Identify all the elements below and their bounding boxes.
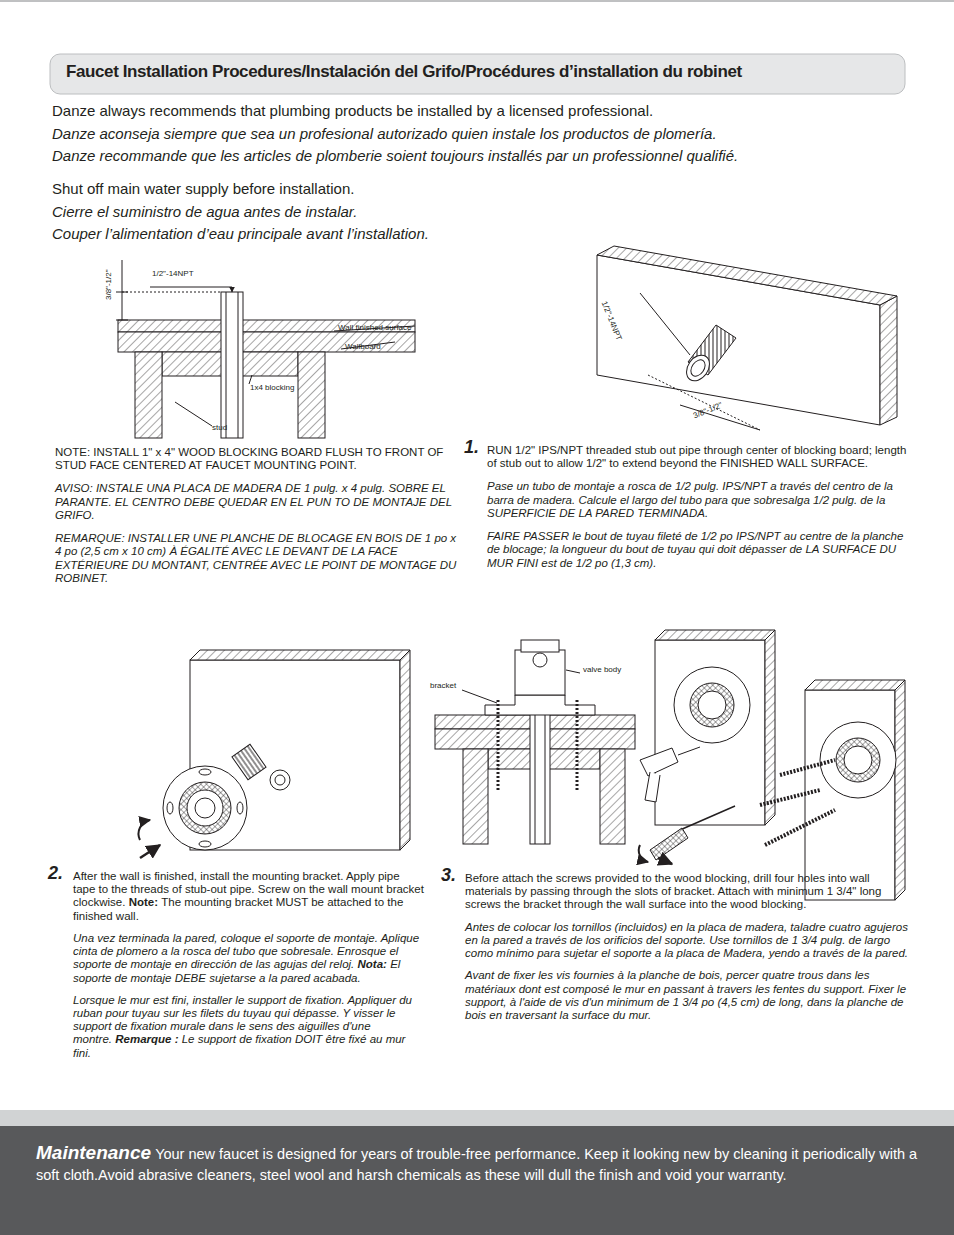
paragraph: After the wall is finished, install the … [73, 870, 425, 923]
instruction-text: Nota: [358, 958, 387, 970]
part-label: valve body [583, 665, 621, 674]
section-heading: Maintenance [36, 1142, 151, 1163]
paragraph: 1x4 blocking [250, 384, 294, 393]
paragraph: REMARQUE: INSTALLER UNE PLANCHE DE BLOCA… [55, 532, 460, 585]
paragraph: Danze always recommends that plumbing pr… [52, 100, 932, 123]
instruction-text: NOTE: INSTALL 1" x 4" WOOD BLOCKING BOAR… [55, 446, 443, 471]
instruction-text: Before attach the screws provided to the… [465, 872, 881, 910]
instruction-text: Shut off main water supply before instal… [52, 180, 354, 197]
paragraph: NOTE: INSTALL 1" x 4" WOOD BLOCKING BOAR… [55, 446, 460, 472]
text-block: 1/2"-14NPT [152, 270, 194, 279]
text-block: 3. [441, 866, 456, 886]
instruction-text: Couper l’alimentation d’eau principale a… [52, 225, 429, 242]
title-bar [50, 54, 905, 94]
step-number: 3. [441, 865, 456, 885]
paragraph: Cierre el suministro de agua antes de in… [52, 201, 932, 224]
dimension-label: 3/8"-1/2" [104, 269, 113, 300]
maintenance-band: MaintenanceYour new faucet is designed f… [0, 1126, 954, 1235]
instruction-text: AVISO: INSTALE UNA PLACA DE MADERA DE 1 … [55, 482, 452, 520]
wall-section [116, 260, 415, 438]
instruction-text: Danze aconseja siempre que sea un profes… [52, 125, 717, 142]
instruction-text: Pase un tubo de montaje a rosca de 1/2 p… [487, 480, 893, 518]
text-block: Wallboard [345, 343, 381, 352]
text-block: Wall finished surface [338, 324, 412, 333]
maintenance-text: Your new faucet is designed for years of… [36, 1146, 917, 1183]
text-block: Shut off main water supply before instal… [52, 178, 932, 246]
paragraph: Avant de fixer les vis fournies à la pla… [465, 969, 913, 1022]
instruction-text: Danze recommande que les articles de plo… [52, 147, 738, 164]
page-title: Faucet Installation Procedures/Instalaci… [66, 62, 742, 81]
paragraph: stud [212, 424, 227, 433]
text-block: bracket [430, 682, 456, 691]
paragraph: Wallboard [345, 343, 381, 352]
instruction-text: Remarque : [115, 1033, 178, 1045]
drill-screw-install [639, 630, 905, 900]
bracket-install [139, 650, 410, 858]
instruction-text: Cierre el suministro de agua antes de in… [52, 203, 357, 220]
paragraph: RUN 1/2" IPS/NPT threaded stub out pipe … [487, 444, 912, 470]
instruction-text: Note: [129, 896, 158, 908]
text-block: RUN 1/2" IPS/NPT threaded stub out pipe … [487, 444, 912, 580]
paragraph: Wall finished surface [338, 324, 412, 333]
paragraph: Shut off main water supply before instal… [52, 178, 932, 201]
step-number: 2. [48, 863, 63, 883]
instruction-text: RUN 1/2" IPS/NPT threaded stub out pipe … [487, 444, 906, 469]
paragraph: bracket [430, 682, 456, 691]
text-block: 1x4 blocking [250, 384, 294, 393]
paragraph: Danze aconseja siempre que sea un profes… [52, 123, 932, 146]
part-label: bracket [430, 681, 456, 690]
part-label: 1x4 blocking [250, 383, 294, 392]
text-block: Before attach the screws provided to the… [465, 872, 913, 1031]
text-block: valve body [583, 666, 621, 675]
instruction-text: Danze always recommends that plumbing pr… [52, 102, 653, 119]
paragraph: Danze recommande que les articles de plo… [52, 145, 932, 168]
part-label: Wallboard [345, 342, 381, 351]
text-block: After the wall is finished, install the … [73, 870, 425, 1069]
title-holder: Faucet Installation Procedures/Instalaci… [66, 62, 901, 82]
paragraph: 2. [48, 864, 63, 884]
step-number: 1. [464, 437, 479, 457]
dimension-holder: 3/8"-1/2" [104, 269, 113, 300]
paragraph: FAIRE PASSER le bout de tuyau fileté de … [487, 530, 912, 570]
part-label: stud [212, 423, 227, 432]
text-block: 2. [48, 864, 63, 884]
part-label: Wall finished surface [338, 323, 412, 332]
text-block: stud [212, 424, 227, 433]
instruction-text: Avant de fixer les vis fournies à la pla… [465, 969, 906, 1021]
text-block: NOTE: INSTALL 1" x 4" WOOD BLOCKING BOAR… [55, 446, 460, 595]
text-block: Danze always recommends that plumbing pr… [52, 100, 932, 168]
paragraph: valve body [583, 666, 621, 675]
instruction-text: Antes de colocar los tornillos (incluido… [465, 921, 908, 959]
valve-section [435, 640, 635, 844]
part-label: 1/2"-14NPT [152, 269, 194, 278]
paragraph: 1/2"-14NPT [152, 270, 194, 279]
divider-band [0, 1110, 954, 1126]
paragraph: Before attach the screws provided to the… [465, 872, 913, 912]
top-rule [0, 1, 954, 2]
paragraph: AVISO: INSTALE UNA PLACA DE MADERA DE 1 … [55, 482, 460, 522]
paragraph: Couper l’alimentation d’eau principale a… [52, 223, 932, 246]
paragraph: Una vez terminada la pared, coloque el s… [73, 932, 425, 985]
instruction-text: FAIRE PASSER le bout de tuyau fileté de … [487, 530, 903, 568]
paragraph: Pase un tubo de montaje a rosca de 1/2 p… [487, 480, 912, 520]
paragraph: Lorsque le mur est fini, installer le su… [73, 994, 425, 1060]
stub-out-perspective [597, 246, 897, 430]
paragraph: Antes de colocar los tornillos (incluido… [465, 921, 913, 961]
instruction-text: REMARQUE: INSTALLER UNE PLANCHE DE BLOCA… [55, 532, 456, 584]
text-block: 1. [464, 438, 479, 458]
paragraph: 1. [464, 438, 479, 458]
paragraph: 3. [441, 866, 456, 886]
